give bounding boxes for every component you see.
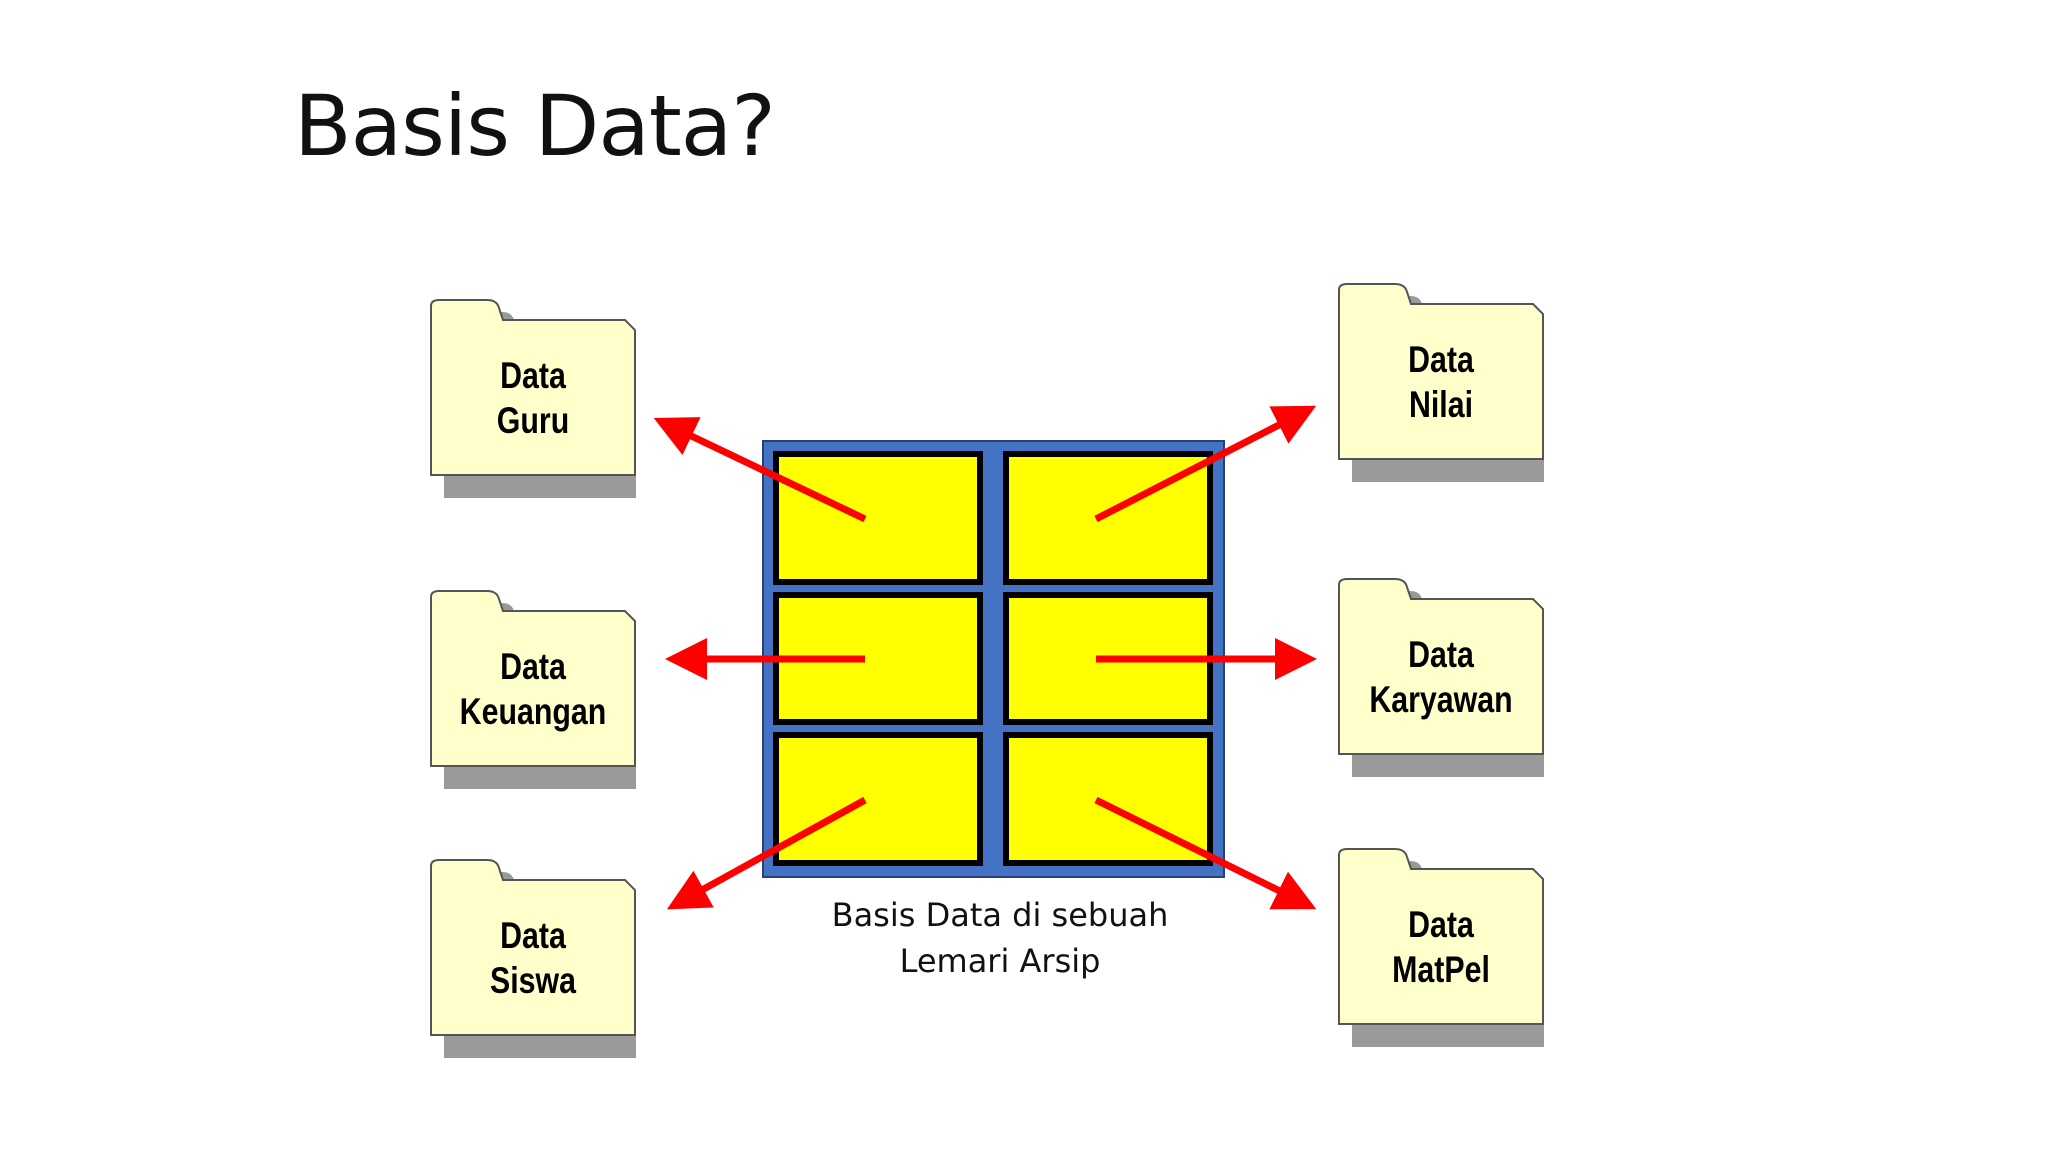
arrow-to-data-matpel	[1094, 796, 1317, 910]
folder-label-line: Data	[500, 646, 566, 687]
folder-label-line: Data	[1408, 634, 1474, 675]
folder-label-line: Siswa	[489, 960, 577, 1001]
drawer-bottom-left	[773, 732, 983, 866]
folder-label-data-nilai: Data Nilai	[1355, 337, 1527, 427]
arrows	[653, 405, 1317, 910]
cabinet-caption-line: Basis Data di sebuah	[831, 896, 1169, 934]
drawer-top-left	[773, 451, 983, 585]
folder-icon	[430, 590, 636, 789]
folder-label-line: Data	[1408, 339, 1474, 380]
folder-icon	[1338, 578, 1544, 777]
cabinet-caption: Basis Data di sebuah Lemari Arsip	[800, 892, 1200, 984]
folder-label-line: Nilai	[1408, 384, 1474, 425]
folder-label-line: Keuangan	[459, 691, 607, 732]
folder-label-data-matpel: Data MatPel	[1355, 902, 1527, 992]
folder-label-data-siswa: Data Siswa	[447, 913, 619, 1003]
folder-icon	[1338, 283, 1544, 482]
folder-label-data-guru: Data Guru	[447, 353, 619, 443]
slide-title: Basis Data?	[294, 77, 776, 175]
folder-label-line: Guru	[496, 400, 570, 441]
drawer-bottom-right	[1003, 732, 1213, 866]
folder-icon	[1338, 848, 1544, 1047]
folder-label-line: Data	[500, 355, 566, 396]
folder-label-line: Data	[1408, 904, 1474, 945]
folder-label-data-karyawan: Data Karyawan	[1355, 632, 1527, 722]
folder-icon	[430, 299, 636, 498]
arrow-to-data-nilai	[1094, 405, 1317, 523]
arrow-to-data-siswa	[666, 796, 867, 910]
cabinet-caption-line: Lemari Arsip	[899, 942, 1101, 980]
folder-label-line: Karyawan	[1369, 679, 1513, 720]
folder-label-line: MatPel	[1392, 949, 1490, 990]
folder-label-data-keuangan: Data Keuangan	[447, 644, 619, 734]
folder-label-line: Data	[500, 915, 566, 956]
arrow-to-data-guru	[653, 417, 867, 523]
folder-icon	[430, 859, 636, 1058]
